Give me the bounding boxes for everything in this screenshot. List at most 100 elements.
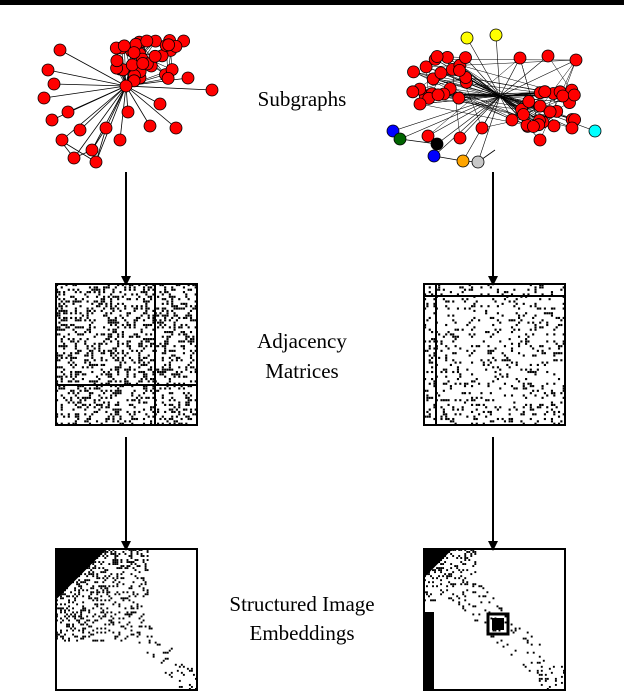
matrix-cell [499,368,502,371]
graph-node [41,63,55,77]
graph-node [45,113,59,127]
matrix-cell [532,385,535,388]
matrix-cell [68,609,70,612]
matrix-cell [130,557,133,559]
matrix-cell [562,396,565,399]
matrix-cell [189,399,193,402]
matrix-cell [104,553,107,555]
graph-node [517,108,530,121]
graph-node [99,121,113,135]
matrix-cell [434,557,436,559]
matrix-cell [88,571,91,574]
matrix-cell [81,403,84,406]
matrix-cell [525,403,528,406]
matrix-cell [122,577,125,580]
matrix-cell [546,340,549,343]
matrix-cell [447,307,450,310]
matrix-cell [462,569,465,572]
matrix-cell [189,370,193,374]
matrix-cell [436,567,438,570]
matrix-cell [130,587,133,590]
matrix-cell [442,368,445,371]
matrix-cell [554,677,557,680]
matrix-cell [515,312,518,315]
matrix-cell [70,389,73,392]
matrix-cell [147,380,150,383]
matrix-cell [63,385,66,388]
matrix-cell [63,352,66,355]
matrix-cell [108,629,111,632]
matrix-cell [424,340,427,343]
matrix-cell [81,396,84,399]
matrix-cell [58,321,61,324]
matrix-cell [60,319,63,322]
matrix-cell [553,403,556,406]
graph-node [569,53,583,67]
matrix-cell [166,368,169,371]
graph-node [386,124,400,138]
matrix-cell [180,331,183,334]
matrix-cell [58,314,61,317]
matrix-cell [192,307,195,310]
matrix-cell [529,408,532,411]
matrix-cell [116,561,119,563]
matrix-cell [527,370,530,374]
matrix-cell [78,583,81,586]
matrix-cell [112,623,115,626]
matrix-cell [95,300,99,303]
matrix-cell [459,399,462,402]
matrix-cell [440,569,443,572]
subgraph-right-nodes [386,28,602,169]
matrix-cell [82,617,85,620]
matrix-cell [138,342,141,345]
matrix-cell [74,373,77,376]
matrix-cell [107,406,110,409]
matrix-cell [135,298,139,301]
graph-node [460,31,474,45]
matrix-cell [91,302,94,305]
matrix-cell [135,417,139,421]
graph-node [505,113,519,127]
matrix-cell [450,567,453,570]
matrix-cell [456,370,460,374]
matrix-cell [178,410,181,414]
matrix-cell [116,635,119,638]
matrix-cell [118,581,121,584]
matrix-cell [466,569,469,572]
matrix-cell [135,335,139,338]
matrix-cell [117,345,120,348]
matrix-cell [426,571,428,574]
matrix-cell [66,617,68,620]
matrix-cell [164,651,167,654]
matrix-cell [433,352,436,355]
matrix-cell [543,417,546,421]
matrix-cell [63,335,66,338]
matrix-cell [128,587,131,590]
matrix-cell [173,314,176,317]
matrix-cell [86,352,89,355]
matrix-cell [100,627,103,630]
matrix-cell [438,356,441,359]
matrix-cell [78,589,81,592]
matrix-cell [462,579,465,582]
matrix-cell [67,361,70,364]
matrix-cell [110,597,113,600]
matrix-cell [124,307,127,310]
matrix-cell [56,307,59,310]
matrix-cell [95,410,99,414]
matrix-cell [434,569,436,572]
matrix-cell [534,302,537,305]
matrix-cell [442,575,445,578]
matrix-cell [88,387,92,390]
matrix-cell [117,366,120,369]
matrix-cell [142,363,146,367]
label-subgraphs: Subgraphs [258,87,347,111]
matrix-cell [78,575,81,578]
matrix-cell [428,361,431,364]
matrix-cell [473,302,476,305]
matrix-cell [68,615,70,618]
matrix-cell [112,328,115,331]
matrix-cell [93,382,96,385]
matrix-cell [136,631,139,634]
matrix-cell [112,321,115,324]
